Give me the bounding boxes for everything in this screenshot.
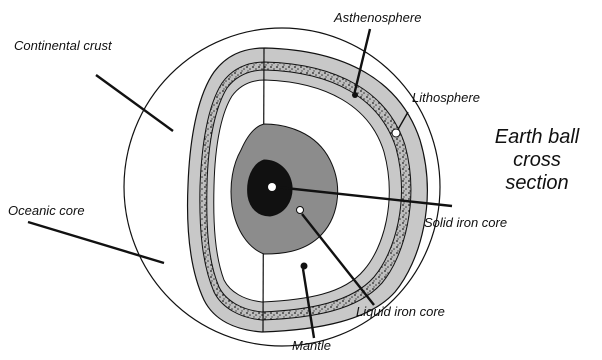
title-line-2: cross: [482, 149, 592, 172]
title-line-3: section: [482, 172, 592, 195]
lithosphere-point-marker: [392, 129, 400, 137]
label-mantle: Mantle: [292, 338, 331, 353]
label-lithosphere: Lithosphere: [412, 90, 480, 105]
title-line-1: Earth ball: [482, 126, 592, 149]
liquid-iron-core-marker: [297, 207, 304, 214]
label-liquid-iron-core: Liquid iron core: [356, 304, 445, 319]
asthenosphere-point-marker: [352, 92, 358, 98]
mantle-marker: [301, 263, 308, 270]
label-continental-crust: Continental crust: [14, 38, 112, 53]
label-solid-iron-core: Solid iron core: [424, 215, 507, 230]
label-oceanic-core: Oceanic core: [8, 203, 85, 218]
label-asthenosphere: Asthenosphere: [334, 10, 421, 25]
diagram-title: Earth ball cross section: [482, 126, 592, 195]
core-center-marker: [268, 183, 276, 191]
